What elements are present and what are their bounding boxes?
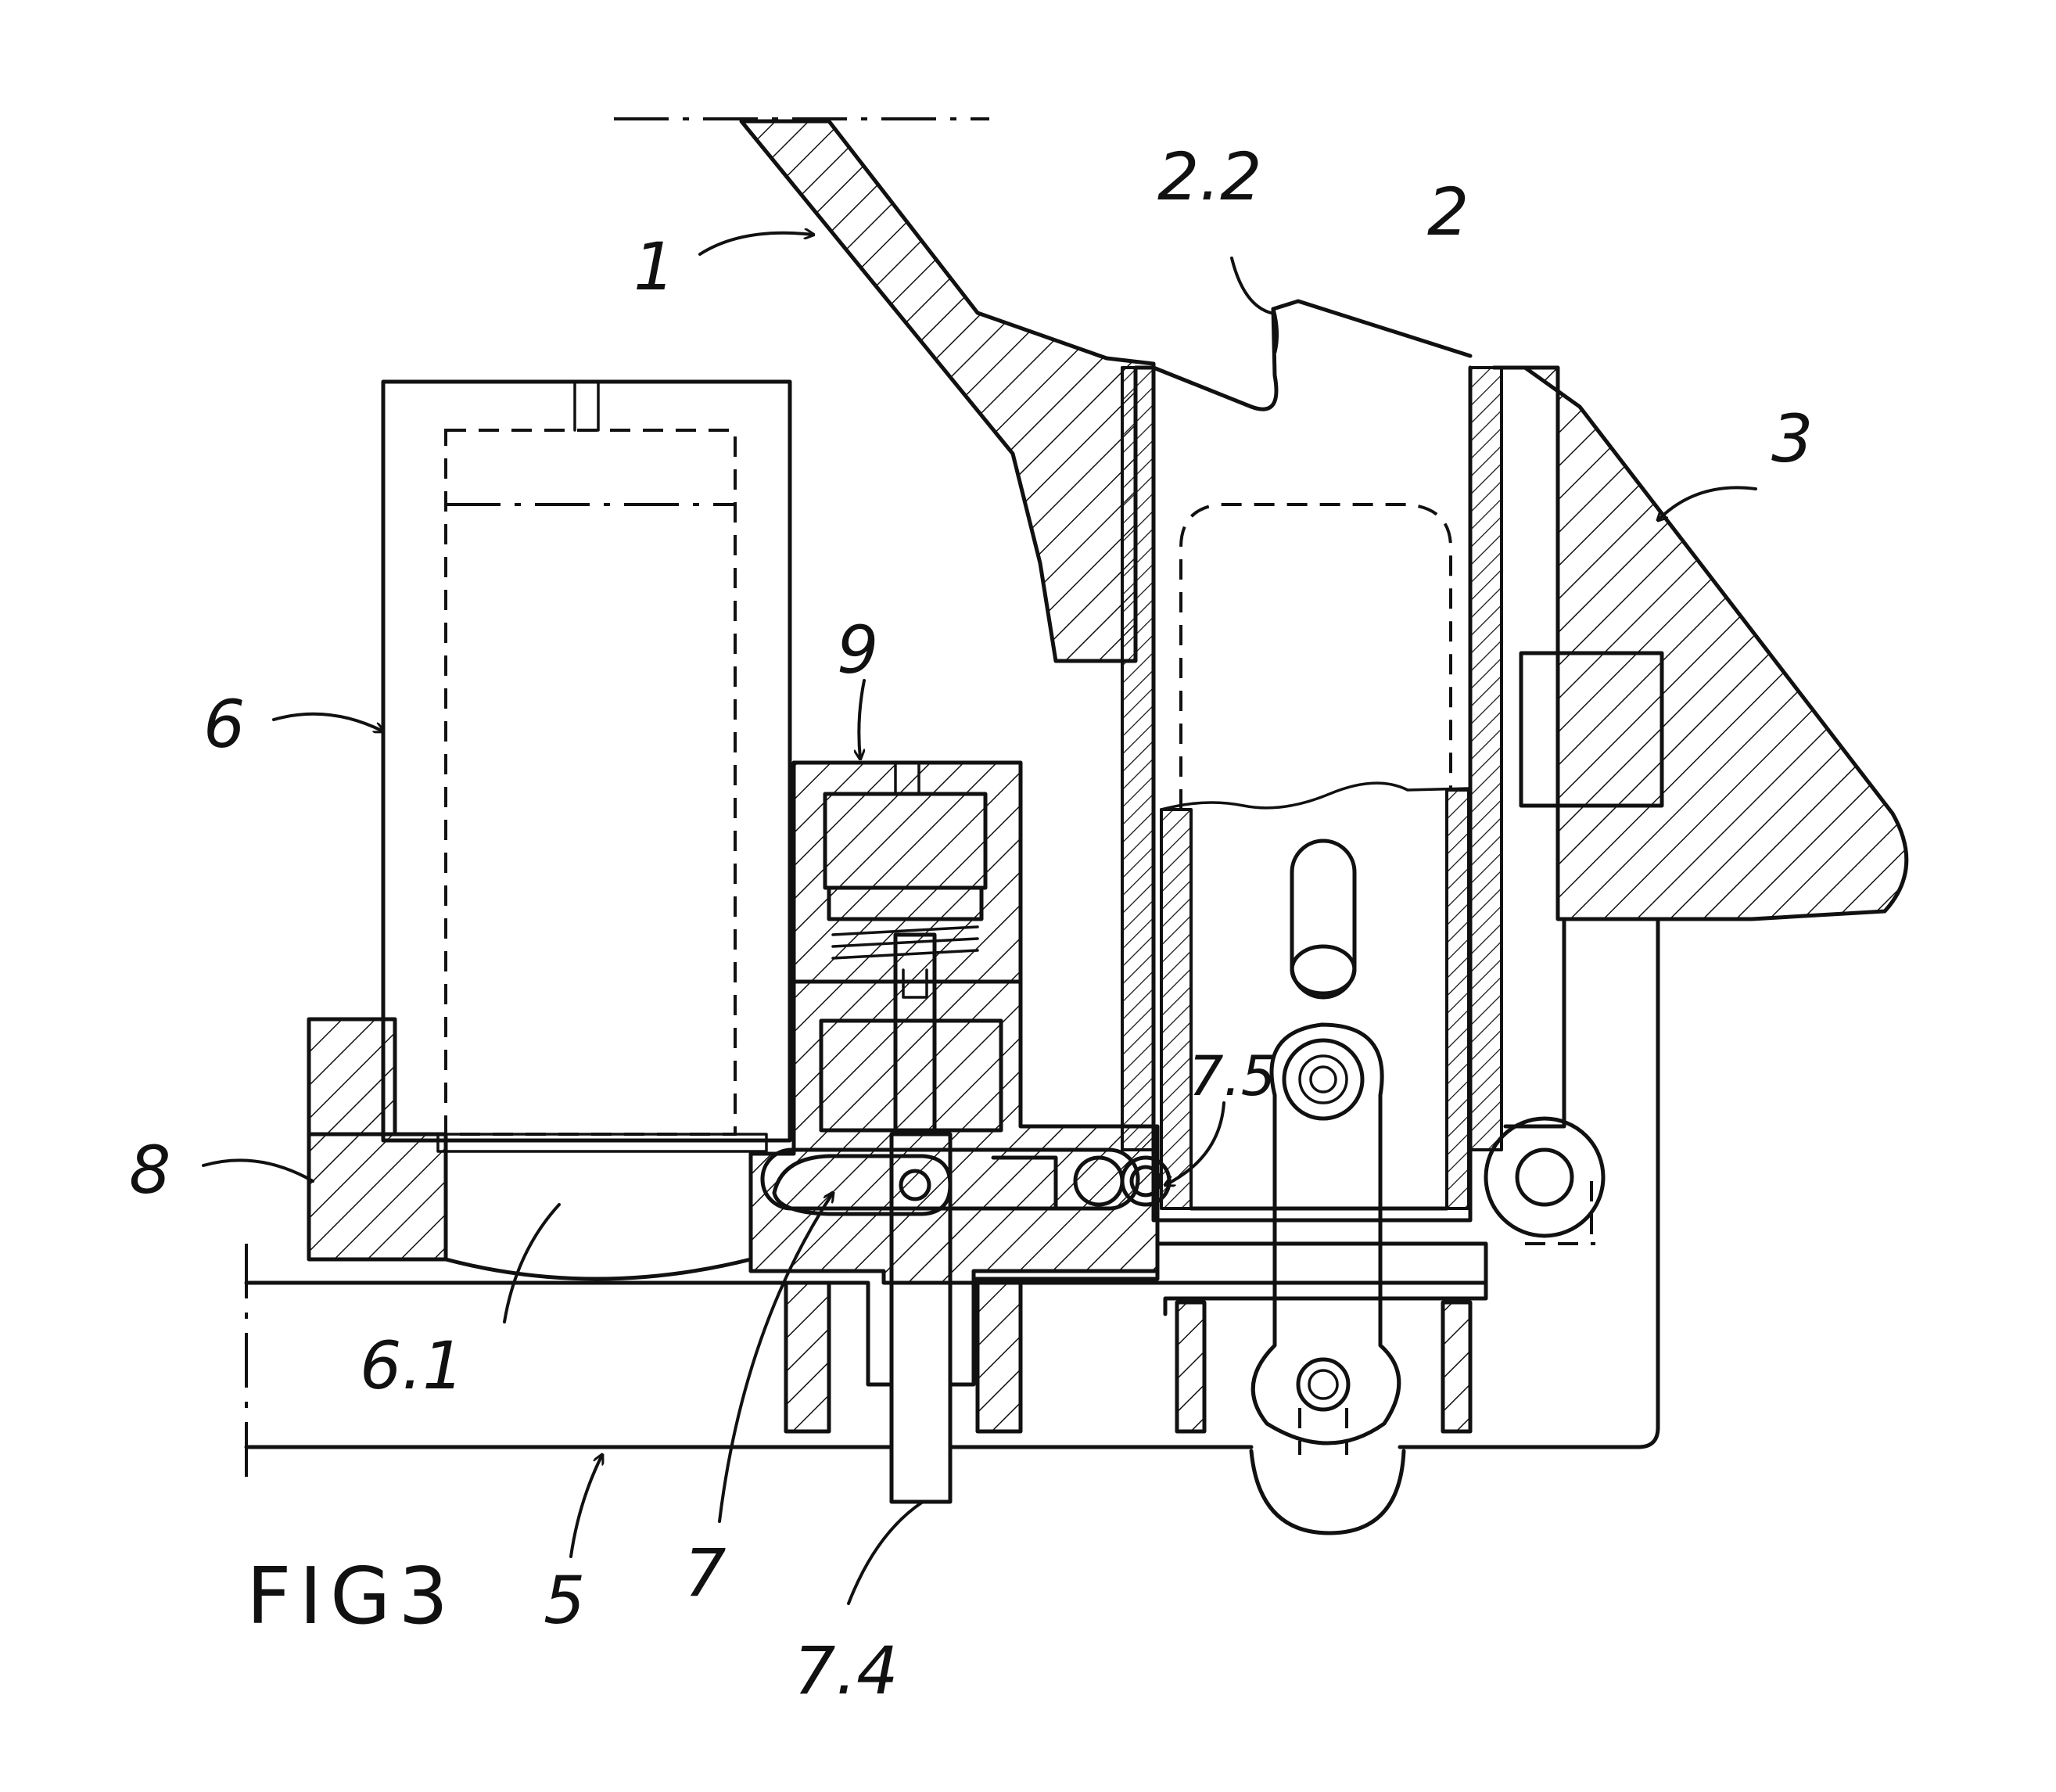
crank-bearing-lower-inner <box>1308 1369 1339 1400</box>
bearing-right <box>975 1280 1023 1434</box>
label-6-1: 6.1 <box>360 1327 465 1404</box>
crank-arm <box>1250 1022 1401 1445</box>
label-8: 8 <box>129 1132 170 1208</box>
crank-hidden-lines <box>1298 1408 1348 1455</box>
hinge-hidden <box>1525 1181 1595 1245</box>
part-1-hopper-wall <box>739 119 1156 663</box>
crank-lower-lobe <box>1249 1449 1406 1535</box>
label-1: 1 <box>633 228 675 305</box>
guide-pin <box>1290 839 1357 1000</box>
part-6-reservoir <box>381 379 792 1143</box>
inner-sleeve-left <box>1160 808 1193 1210</box>
bearing-outline <box>827 1280 980 1387</box>
leader-6-1 <box>503 1203 561 1323</box>
leader-7-4 <box>847 1500 924 1605</box>
label-2-2: 2.2 <box>1157 138 1262 215</box>
liquid-level <box>1160 781 1470 811</box>
guide-pin-end <box>1290 944 1357 996</box>
reservoir-top-notch <box>573 380 600 432</box>
lower-bearing-right-2 <box>1175 1300 1207 1434</box>
lever-pivot <box>899 1169 931 1201</box>
ball-7-5 <box>1129 1165 1162 1198</box>
piston-hidden-outline <box>1179 503 1452 810</box>
leader-3 <box>1658 486 1757 520</box>
valve-7-cavity <box>819 1018 1003 1133</box>
label-5: 5 <box>544 1562 585 1639</box>
leader-7 <box>718 1193 833 1523</box>
leader-7-5 <box>1165 1101 1225 1185</box>
hinge-pin <box>1515 1147 1574 1207</box>
crank-bearing-upper <box>1282 1038 1365 1121</box>
part-3-housing <box>1491 365 1909 921</box>
inner-sleeve-right <box>1445 788 1470 1210</box>
leader-8 <box>202 1158 314 1183</box>
leader-6 <box>272 712 383 731</box>
crank-bearing-upper-inner <box>1298 1054 1348 1104</box>
label-7-4: 7.4 <box>794 1632 899 1709</box>
cap-lip-2-2 <box>1271 307 1279 354</box>
valve-9-piston <box>827 885 984 921</box>
leader-9 <box>859 679 864 759</box>
valve-stem-slot <box>902 968 928 999</box>
figure-caption: FIG3 <box>246 1550 456 1642</box>
chamber-6-1 <box>443 1151 753 1281</box>
label-7-5: 7.5 <box>1189 1044 1276 1108</box>
leader-2-2 <box>1230 257 1272 314</box>
hinge-boss <box>1484 1116 1606 1238</box>
valve-9-top-notch <box>894 761 920 795</box>
lower-bearing-right-3 <box>1441 1300 1473 1434</box>
label-6: 6 <box>203 686 245 763</box>
label-2: 2 <box>1427 174 1469 250</box>
part-8-base-flange <box>307 1017 448 1262</box>
cylinder-2-left-wall <box>1121 366 1155 1151</box>
cylinder-2-cap <box>1151 299 1473 411</box>
label-9: 9 <box>837 612 878 688</box>
bearing-left <box>784 1280 831 1434</box>
housing-lower-outline <box>1398 917 1660 1449</box>
reservoir-base-strip <box>436 1133 768 1153</box>
crank-bearing-lower <box>1296 1357 1351 1412</box>
housing-slot <box>1519 651 1664 808</box>
leader-1 <box>698 233 813 256</box>
channel-stopper <box>991 1155 1058 1211</box>
leader-5 <box>569 1455 602 1558</box>
label-3: 3 <box>1771 400 1813 477</box>
label-7: 7 <box>684 1535 726 1611</box>
cylinder-2-right-wall <box>1469 366 1503 1151</box>
valve-9-spring <box>831 925 979 960</box>
reservoir-inner-hidden <box>444 429 737 1136</box>
crank-bearing-upper-core <box>1309 1065 1337 1094</box>
